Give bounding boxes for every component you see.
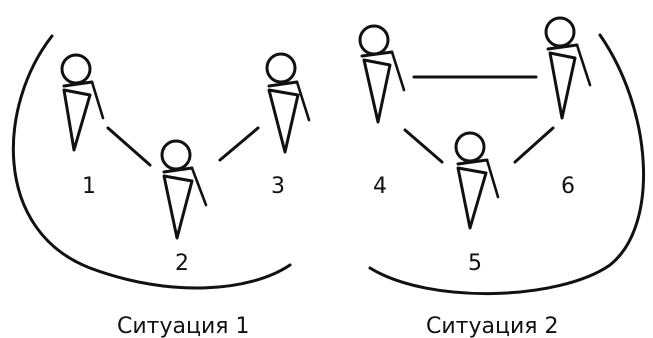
situation-2-boundary-arc bbox=[368, 33, 646, 296]
person-2-number: 2 bbox=[175, 251, 189, 276]
link-5-6 bbox=[513, 126, 555, 164]
person-1-figure bbox=[60, 53, 105, 152]
person-3-figure bbox=[265, 52, 311, 154]
link-1-2 bbox=[106, 126, 152, 167]
person-3-number: 3 bbox=[271, 174, 285, 199]
person-1-number: 1 bbox=[82, 174, 96, 199]
situation-1-boundary-arc bbox=[11, 34, 292, 290]
person-6-number: 6 bbox=[561, 174, 575, 199]
situation-1-group: 1 2 3 Ситуация 1 bbox=[11, 34, 311, 338]
person-2-figure bbox=[160, 139, 208, 240]
person-4-number: 4 bbox=[373, 174, 387, 199]
person-4-figure bbox=[358, 24, 406, 124]
person-5-figure bbox=[454, 131, 500, 230]
situation-2-caption: Ситуация 2 bbox=[426, 314, 558, 338]
situation-2-group: 4 5 6 Ситуация 2 bbox=[358, 16, 646, 338]
person-6-figure bbox=[544, 16, 592, 120]
link-4-5 bbox=[403, 128, 444, 164]
person-5-number: 5 bbox=[468, 251, 482, 276]
link-2-3 bbox=[218, 126, 260, 162]
situation-1-caption: Ситуация 1 bbox=[117, 314, 249, 338]
